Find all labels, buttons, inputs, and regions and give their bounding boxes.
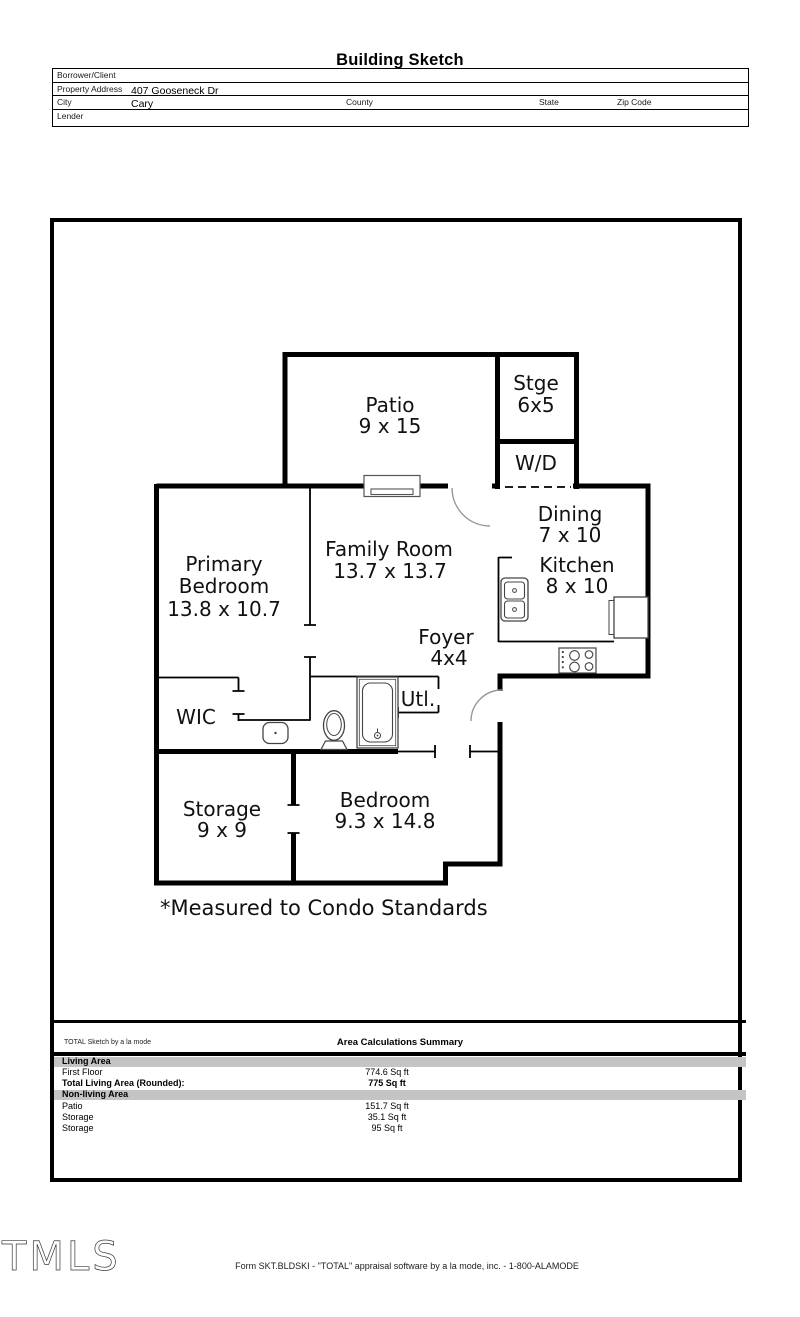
summary-row-total-living: Total Living Area (Rounded): 775 Sq ft	[54, 1078, 746, 1088]
property-info-table: Borrower/Client Property Address 407 Goo…	[52, 68, 749, 127]
row-city-county-state-zip: City Cary County State Zip Code	[53, 96, 748, 110]
label-patio-dims: 9 x 15	[359, 414, 422, 438]
tmls-logo: TMLS	[2, 1234, 121, 1281]
summary-row-patio: Patio 151.7 Sq ft	[54, 1101, 746, 1111]
label-family-room-dims: 13.7 x 13.7	[333, 559, 447, 583]
row-property-address: Property Address 407 Gooseneck Dr	[53, 83, 748, 97]
label-utl: Utl.	[401, 687, 435, 711]
label-dining-dims: 7 x 10	[539, 523, 602, 547]
row-lender: Lender	[53, 110, 748, 124]
toilet-icon	[320, 710, 348, 751]
patio-door-arc	[451, 487, 491, 527]
row-value: 775 Sq ft	[368, 1077, 406, 1088]
refrigerator-icon	[608, 596, 649, 639]
row-value: 95 Sq ft	[371, 1123, 403, 1133]
summary-row-first-floor: First Floor 774.6 Sq ft	[54, 1067, 746, 1077]
label-storage-dims: 9 x 9	[197, 818, 247, 842]
city-label: City	[57, 97, 72, 108]
summary-row-storage-2: Storage 95 Sq ft	[54, 1123, 746, 1133]
row-value: 151.7 Sq ft	[365, 1101, 409, 1111]
form-footer-text: Form SKT.BLDSKI - "TOTAL" appraisal soft…	[235, 1261, 579, 1271]
zip-code-label: Zip Code	[617, 97, 652, 108]
lender-label: Lender	[57, 111, 84, 122]
label-primary-dims: 13.8 x 10.7	[167, 597, 281, 621]
bathtub-icon	[356, 676, 399, 749]
property-address-label: Property Address	[57, 83, 123, 94]
label-dining: Dining	[538, 502, 603, 526]
label-family-room: Family Room	[325, 537, 453, 561]
label-primary-2: Bedroom	[179, 574, 269, 598]
label-storage: Storage	[183, 797, 261, 821]
label-kitchen-dims: 8 x 10	[546, 574, 609, 598]
row-borrower: Borrower/Client	[53, 69, 748, 83]
summary-title: Area Calculations Summary	[336, 1037, 464, 1048]
entry-door-arc	[470, 689, 503, 722]
borrower-label: Borrower/Client	[57, 70, 116, 80]
label-stge: Stge	[513, 371, 559, 395]
label-foyer: Foyer	[418, 625, 474, 649]
row-label: First Floor	[62, 1067, 103, 1077]
stove-icon	[558, 647, 597, 674]
label-bedroom: Bedroom	[340, 788, 430, 812]
state-label: State	[539, 97, 559, 108]
label-stge-dims: 6x5	[517, 393, 554, 417]
summary-header: TOTAL Sketch by a la mode Area Calculati…	[54, 1035, 746, 1049]
condo-standards-note: *Measured to Condo Standards	[160, 896, 488, 920]
kitchen-sink-icon	[500, 577, 529, 622]
label-bedroom-dims: 9.3 x 14.8	[335, 809, 436, 833]
label-primary-1: Primary	[185, 552, 262, 576]
row-label: Total Living Area (Rounded):	[62, 1077, 185, 1088]
living-area-band: Living Area	[54, 1056, 746, 1067]
label-foyer-dims: 4x4	[430, 646, 467, 670]
nonliving-area-band: Non-living Area	[54, 1089, 746, 1100]
county-label: County	[346, 97, 373, 108]
label-wic: WIC	[176, 705, 216, 729]
summary-row-storage-1: Storage 35.1 Sq ft	[54, 1112, 746, 1122]
total-sketch-brand: TOTAL Sketch by a la mode	[64, 1039, 152, 1046]
row-value: 774.6 Sq ft	[365, 1067, 409, 1077]
exterior-walls	[154, 352, 651, 886]
row-value: 35.1 Sq ft	[367, 1112, 407, 1122]
city-value: Cary	[131, 98, 154, 111]
summary-mid-rule	[54, 1052, 746, 1056]
page-title: Building Sketch	[336, 51, 464, 69]
summary-top-rule	[54, 1020, 746, 1023]
row-label: Patio	[62, 1101, 83, 1111]
label-wd: W/D	[515, 451, 557, 475]
bath-sink-icon	[262, 721, 289, 745]
label-kitchen: Kitchen	[539, 553, 614, 577]
row-label: Storage	[62, 1123, 94, 1133]
property-address-value: 407 Gooseneck Dr	[131, 84, 219, 97]
sliding-door-icon	[363, 474, 421, 498]
label-patio: Patio	[365, 393, 414, 417]
row-label: Storage	[62, 1112, 94, 1122]
